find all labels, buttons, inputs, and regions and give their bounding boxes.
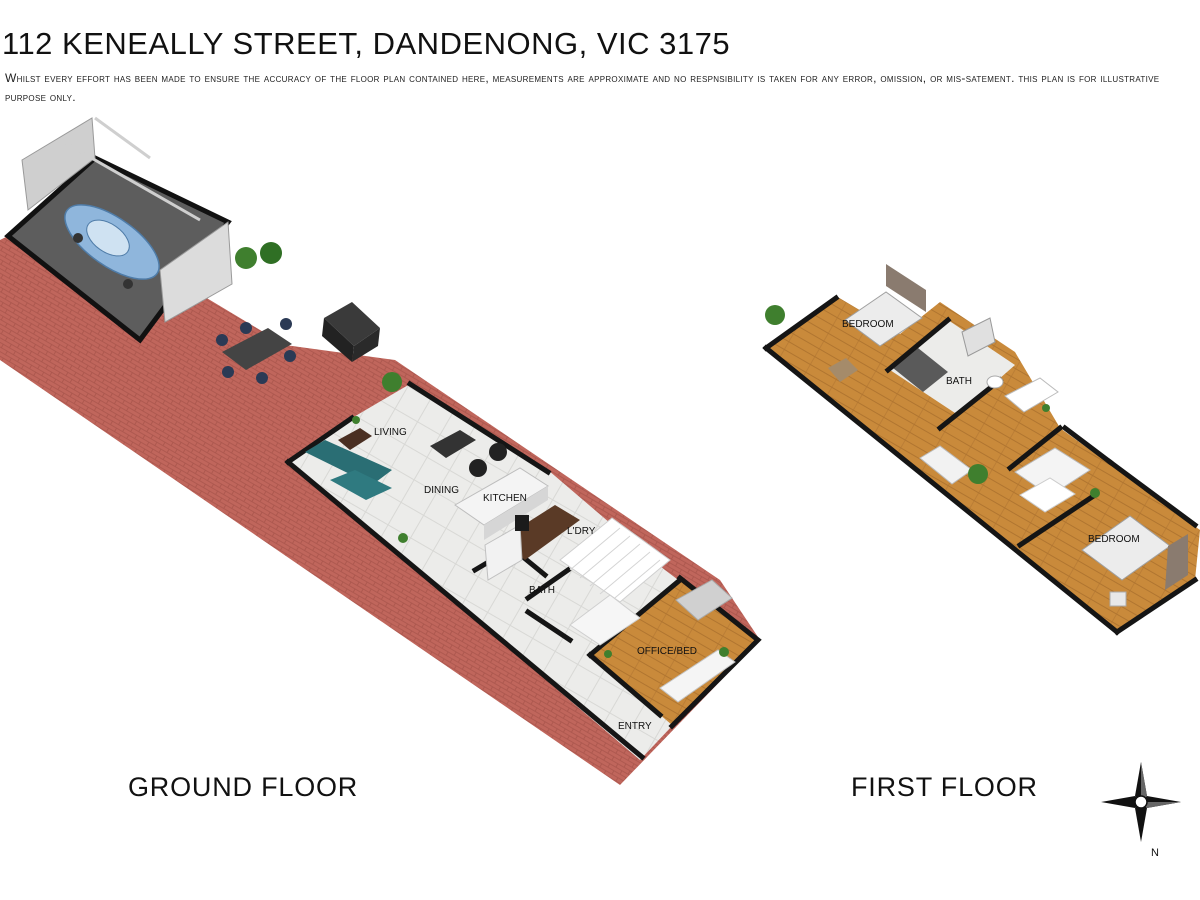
room-label-office-bed: OFFICE/BED: [637, 646, 697, 657]
page-title: 112 KENEALLY STREET, DANDENONG, VIC 3175: [2, 26, 731, 61]
ground-stairs: [559, 517, 671, 646]
outdoor-dining-set: [216, 318, 296, 384]
compass-north-label: N: [1151, 847, 1159, 859]
kitchen-joinery: [454, 467, 580, 581]
garage-rear-wall: [21, 117, 96, 211]
office-furniture: [352, 416, 736, 703]
living-furniture: [305, 428, 392, 500]
room-label-upper-bath: BATH: [946, 376, 972, 387]
garden-plants: [235, 242, 402, 392]
shower-mosaic: [893, 348, 948, 392]
hallway-furniture: [919, 445, 988, 485]
upper-bath-fixtures: [961, 317, 1059, 413]
room-label-laundry: L'DRY: [567, 526, 596, 537]
bedroom-1-bed: [765, 264, 926, 382]
first-walls: [762, 294, 1199, 636]
room-label-entry: ENTRY: [618, 721, 652, 732]
garage-door: [159, 221, 233, 323]
room-label-dining: DINING: [424, 485, 459, 496]
upper-stair-steps: [1019, 477, 1076, 513]
bbq: [322, 302, 380, 362]
room-label-kitchen: KITCHEN: [483, 493, 527, 504]
room-label-ground-bath: BATH: [529, 585, 555, 596]
first-floor-label: FIRST FLOOR: [851, 772, 1038, 802]
car: [64, 204, 160, 289]
room-label-bedroom-2: BEDROOM: [1088, 534, 1140, 545]
ground-floor-label: GROUND FLOOR: [128, 772, 359, 802]
ground-floor-plan: LIVING DINING KITCHEN L'DRY BATH OFFICE/…: [0, 116, 762, 785]
bedroom-2-bed: [1081, 488, 1188, 607]
disclaimer-text: Whilst every effort has been made to ens…: [5, 71, 1160, 104]
dining-furniture: [430, 430, 507, 477]
first-floor-plan: BEDROOM BATH BEDROOM: [762, 264, 1200, 636]
room-label-living: LIVING: [374, 427, 407, 438]
compass-rose: [1101, 762, 1181, 842]
room-label-bedroom-1: BEDROOM: [842, 319, 894, 330]
